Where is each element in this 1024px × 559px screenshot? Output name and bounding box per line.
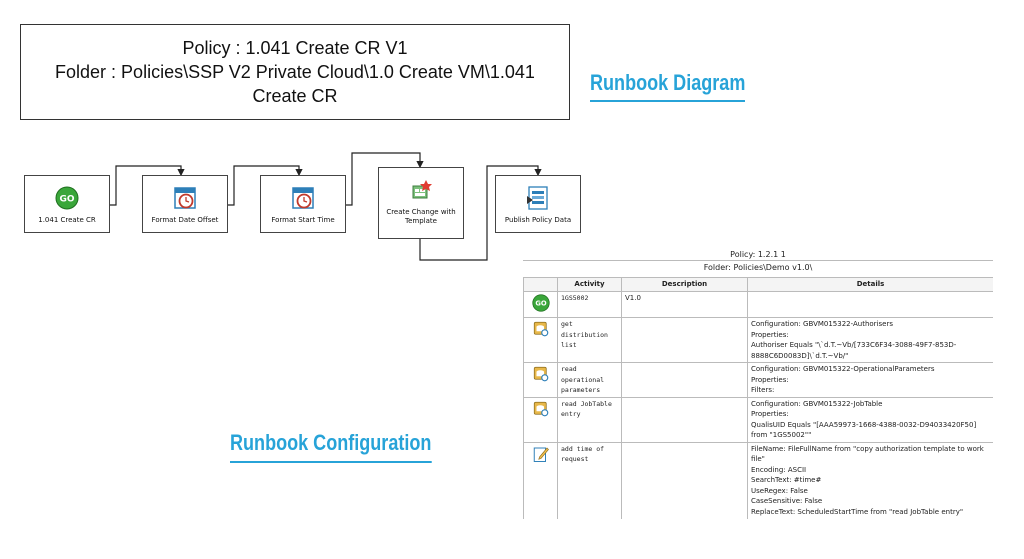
detail-line: ReplaceText: ScheduledStartTime from "re… bbox=[751, 507, 964, 516]
col-icon bbox=[523, 277, 558, 292]
col-details: Details bbox=[747, 277, 993, 292]
workflow-node-format-start-time[interactable]: Format Start Time bbox=[260, 175, 346, 233]
detail-line: Properties: bbox=[751, 330, 789, 339]
table-row: add time of request FileName: FileFullNam… bbox=[523, 441, 993, 519]
description-cell: V1.0 bbox=[621, 290, 748, 318]
policy-header-box: Policy : 1.041 Create CR V1 Folder : Pol… bbox=[20, 24, 570, 120]
detail-line: 8888C6D0083D]\`d.T.~Vb/" bbox=[751, 351, 849, 360]
runbook-diagram-heading: Runbook Diagram bbox=[590, 70, 746, 102]
detail-line: Properties: bbox=[751, 375, 789, 384]
query-data-icon bbox=[532, 401, 550, 420]
config-policy-title: Policy: 1.2.1 1 bbox=[730, 250, 786, 259]
activity-icon-cell bbox=[523, 317, 558, 363]
runbook-configuration-heading-text: Runbook Configuration bbox=[230, 430, 432, 455]
query-data-icon bbox=[532, 321, 550, 340]
description-cell bbox=[621, 441, 748, 519]
detail-line: Configuration: GBVM015322-JobTable bbox=[751, 399, 883, 408]
runbook-diagram-heading-text: Runbook Diagram bbox=[590, 70, 746, 95]
detail-line: from "1GS5002"" bbox=[751, 431, 812, 439]
table-row: read JobTable entry Configuration: GBVM01… bbox=[523, 396, 993, 443]
activity-cell: read operational parameters bbox=[557, 362, 622, 398]
link-1-2 bbox=[110, 165, 185, 206]
details-cell: FileName: FileFullName from "copy author… bbox=[747, 441, 993, 519]
policy-folder: Folder : Policies\SSP V2 Private Cloud\1… bbox=[55, 62, 535, 82]
col-description: Description bbox=[621, 277, 748, 292]
runbook-config-table-panel: Policy: 1.2.1 1 Folder: Policies\Demo v1… bbox=[523, 246, 993, 519]
edit-file-icon bbox=[532, 447, 550, 465]
detail-line: Configuration: GBVM015322-OperationalPar… bbox=[751, 365, 935, 373]
description-cell bbox=[621, 362, 748, 398]
activity-cell: read JobTable entry bbox=[557, 396, 622, 443]
svg-text:GO: GO bbox=[535, 299, 547, 307]
svg-text:GO: GO bbox=[59, 195, 74, 205]
detail-line: Encoding: ASCII bbox=[751, 465, 807, 474]
detail-line: CaseSensitive: False bbox=[751, 497, 823, 505]
policy-title: Policy : 1.041 Create CR V1 bbox=[182, 38, 408, 58]
publish-data-icon bbox=[527, 186, 548, 210]
table-row: read operational parameters Configuration… bbox=[523, 362, 993, 398]
detail-line: SearchText: #time# bbox=[751, 476, 822, 484]
policy-folder-cont: Create CR bbox=[252, 86, 338, 106]
activity-icon-cell bbox=[523, 362, 558, 398]
detail-line: FileName: FileFullName from "copy author… bbox=[751, 444, 984, 453]
node-label: 1.041 Create CR bbox=[38, 216, 96, 224]
workflow-node-publish-policy-data[interactable]: Publish Policy Data bbox=[495, 175, 581, 233]
detail-line: Filters: bbox=[751, 386, 775, 394]
go-icon: GO bbox=[531, 293, 550, 314]
query-data-icon bbox=[532, 366, 550, 385]
col-activity: Activity bbox=[557, 277, 622, 292]
heading-underline bbox=[230, 461, 432, 463]
table-header-row: Activity Description Details bbox=[523, 277, 993, 292]
node-label: Create Change with Template bbox=[386, 208, 456, 225]
details-cell bbox=[747, 290, 993, 318]
detail-line: Configuration: GBVM015322-Authorisers bbox=[751, 320, 893, 328]
detail-line: UseRegex: False bbox=[751, 486, 808, 495]
workflow-node-create-cr[interactable]: GO 1.041 Create CR bbox=[24, 175, 110, 233]
detail-line: QualisUID Equals "[AAA59973-1668-4388-00… bbox=[751, 420, 977, 429]
detail-line: Properties: bbox=[751, 410, 789, 418]
table-row: get distribution list Configuration: GBVM… bbox=[523, 317, 993, 363]
details-cell: Configuration: GBVM015322-OperationalPar… bbox=[747, 362, 993, 398]
runbook-configuration-heading: Runbook Configuration bbox=[230, 430, 432, 463]
config-folder-path: Folder: Policies\Demo v1.0\ bbox=[703, 263, 813, 272]
node-label: Format Start Time bbox=[271, 216, 335, 224]
clock-calendar-icon bbox=[292, 187, 314, 209]
detail-line: Authoriser Equals "\`d.T.~Vb/[733C6F34-3… bbox=[751, 341, 957, 349]
activity-icon-cell bbox=[523, 396, 558, 443]
heading-underline bbox=[590, 100, 746, 102]
link-3-4 bbox=[346, 152, 424, 206]
link-4-5 bbox=[419, 165, 542, 261]
create-change-icon bbox=[412, 180, 432, 199]
node-label: Format Date Offset bbox=[151, 216, 219, 224]
clock-calendar-icon bbox=[174, 187, 196, 209]
detail-line: file" bbox=[751, 455, 765, 463]
activity-icon-cell bbox=[523, 441, 558, 519]
node-label: Publish Policy Data bbox=[504, 216, 572, 224]
link-2-3 bbox=[228, 165, 303, 206]
go-icon: GO bbox=[55, 186, 79, 210]
divider bbox=[523, 260, 993, 261]
description-cell bbox=[621, 317, 748, 363]
description-cell bbox=[621, 396, 748, 443]
activity-cell: 1GS5002 bbox=[557, 290, 622, 318]
workflow-node-create-change[interactable]: Create Change with Template bbox=[378, 167, 464, 239]
activity-cell: get distribution list bbox=[557, 317, 622, 363]
activity-icon-cell: GO bbox=[523, 290, 558, 318]
activity-cell: add time of request bbox=[557, 441, 622, 519]
workflow-node-format-date-offset[interactable]: Format Date Offset bbox=[142, 175, 228, 233]
